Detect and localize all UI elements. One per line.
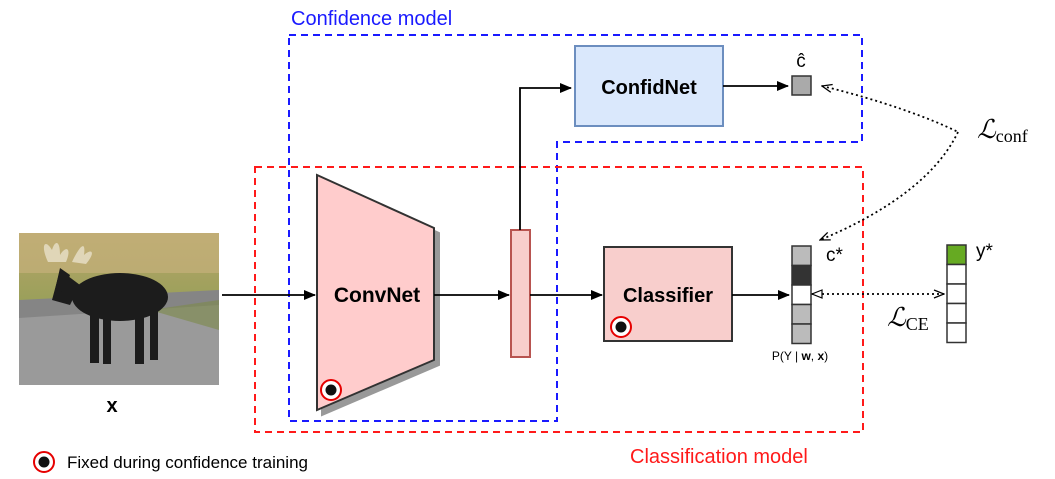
probability-cell: [791, 245, 812, 267]
fixed-target-icon: [610, 316, 632, 338]
confidnet-block: ConfidNet: [574, 45, 724, 127]
target-cell: [946, 322, 967, 344]
probability-vector: [791, 245, 812, 345]
c-star-label: c*: [826, 245, 844, 266]
ce-loss-label: ℒCE: [887, 303, 929, 334]
c-hat-label: ĉ: [796, 51, 806, 72]
c-hat-output: [791, 75, 812, 96]
confidence-model-region: Confidence model: [288, 8, 863, 422]
confidnet-label: ConfidNet: [601, 77, 697, 99]
target-cell: [946, 302, 967, 324]
conf-loss-link-cstar: [820, 131, 959, 241]
probability-label: P(Y | w, x): [772, 349, 828, 363]
confidence-model-label: Confidence model: [291, 8, 452, 30]
fixed-target-icon: [320, 379, 342, 401]
input-label: x: [106, 395, 117, 417]
target-cell: [946, 283, 967, 305]
probability-cell: [791, 303, 812, 325]
conf-loss-link-chat: [822, 86, 959, 133]
legend: Fixed during confidence training: [33, 451, 308, 473]
conf-loss-label: ℒconf: [977, 115, 1028, 146]
arrow-features-to-confidnet: [519, 83, 572, 230]
moose-icon: [43, 243, 168, 364]
classification-model-region: Classification model: [254, 166, 864, 468]
target-vector: [946, 244, 967, 344]
feature-vector-bar: [510, 229, 531, 358]
probability-cell: [791, 264, 812, 286]
classifier-block: Classifier: [603, 246, 733, 342]
convnet-label: ConvNet: [334, 284, 420, 307]
input-image: [19, 233, 219, 385]
classifier-label: Classifier: [623, 285, 713, 307]
y-star-label: y*: [976, 241, 994, 262]
classification-model-label: Classification model: [630, 446, 808, 468]
fixed-target-icon: [33, 451, 55, 473]
probability-cell: [791, 323, 812, 345]
target-cell: [946, 244, 967, 266]
convnet-block: ConvNet: [316, 173, 435, 412]
target-cell: [946, 263, 967, 285]
legend-fixed-label: Fixed during confidence training: [67, 453, 308, 472]
probability-cell: [791, 284, 812, 306]
